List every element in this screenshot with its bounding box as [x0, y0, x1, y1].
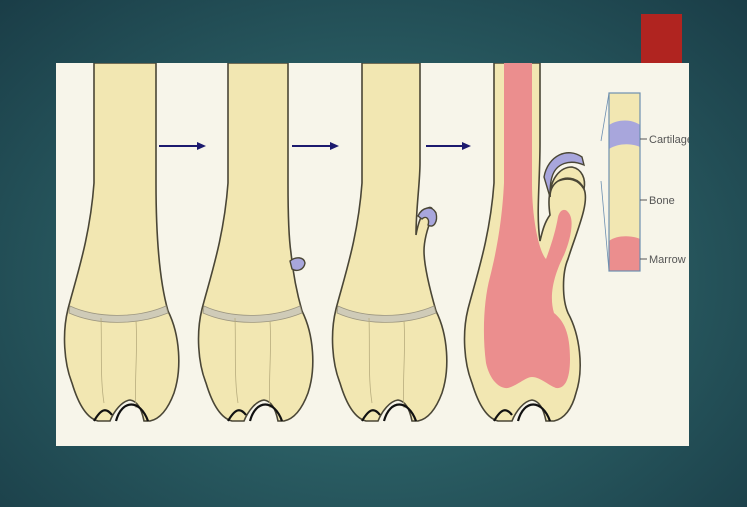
stage-2-bone [199, 63, 313, 421]
legend-label-cartilage: Cartilage [649, 134, 689, 146]
legend-column: Cartilage Bone Marrow [601, 93, 689, 271]
stage-2-shaft [199, 63, 313, 421]
legend-connector [601, 93, 609, 271]
osteochondroma-diagram: Cartilage Bone Marrow [56, 63, 689, 446]
stage-4-bone [465, 63, 586, 421]
figure-panel: Cartilage Bone Marrow [56, 63, 689, 446]
arrow-right-icon [426, 142, 471, 150]
accent-bar [641, 14, 682, 64]
stage-1-shaft [65, 63, 179, 421]
stage-3-bone [333, 63, 447, 421]
legend-marrow-swatch [609, 236, 640, 271]
stage-3-shaft [333, 63, 447, 421]
legend-label-bone: Bone [649, 195, 675, 207]
legend-label-marrow: Marrow [649, 254, 686, 266]
stage-2-cartilage-cap [290, 258, 305, 271]
stage-1-bone [65, 63, 179, 421]
arrow-right-icon [159, 142, 206, 150]
arrow-right-icon [292, 142, 339, 150]
